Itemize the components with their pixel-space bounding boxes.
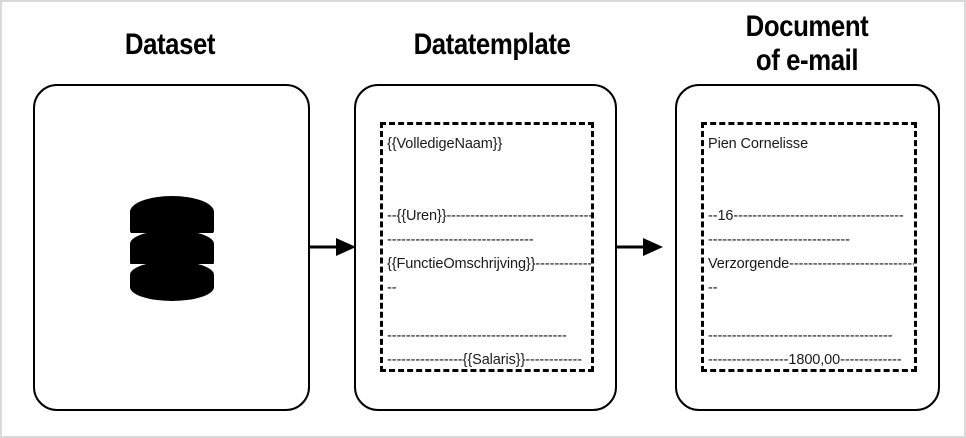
doc-line: {{FunctieOmschrijving}}-------------	[387, 256, 591, 272]
arrow-dataset-to-datatemplate	[308, 238, 356, 256]
doc-line: ----------------{{Salaris}}------------	[387, 352, 582, 368]
doc-line: --16------------------------------------	[708, 208, 904, 224]
doc-line: -------------------------------	[387, 232, 534, 248]
doc-line	[708, 180, 914, 204]
doc-line: --{{Uren}}------------------------------…	[387, 208, 591, 224]
doc-line: Pien Cornelisse	[708, 136, 809, 152]
doc-line	[708, 300, 914, 324]
doc-line	[708, 156, 914, 180]
dashed-document-icon: {{VolledigeNaam}} --{{Uren}}------------…	[380, 122, 594, 372]
stage-box-datatemplate: {{VolledigeNaam}} --{{Uren}}------------…	[354, 84, 617, 411]
doc-line: --	[708, 280, 718, 296]
doc-line: {{VolledigeNaam}}	[387, 136, 503, 152]
doc-line: --	[387, 280, 397, 296]
stage-title-document: Document of e-mail	[745, 10, 869, 77]
doc-line: ---------------------------------------	[708, 328, 893, 344]
stage-box-document: Pien Cornelisse --16--------------------…	[675, 84, 940, 411]
arrow-datatemplate-to-document	[615, 238, 663, 256]
database-icon	[129, 195, 214, 301]
stage-title-datatemplate: Datatemplate	[413, 28, 571, 61]
doc-line: -----------------1800,00-------------	[708, 352, 902, 368]
doc-line	[387, 156, 591, 180]
doc-line	[387, 300, 591, 324]
doc-line	[387, 180, 591, 204]
stage-title-dataset: Dataset	[124, 28, 216, 61]
doc-line: --------------------------------------	[387, 328, 567, 344]
doc-line: Verzorgende---------------------------	[708, 256, 914, 272]
stage-box-dataset	[33, 84, 310, 411]
doc-line: ------------------------------	[708, 232, 850, 248]
dashed-document-icon: Pien Cornelisse --16--------------------…	[701, 122, 917, 372]
